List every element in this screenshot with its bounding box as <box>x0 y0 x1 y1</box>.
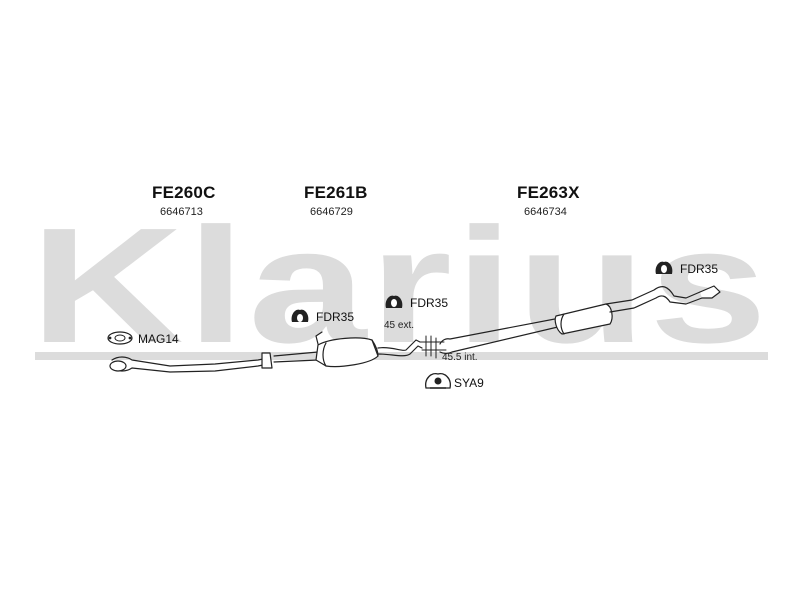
clamp-icon <box>425 372 451 389</box>
part-label-fdr35-1: FDR35 <box>316 310 355 324</box>
section-title-3: FE263X <box>517 183 580 202</box>
part-label-mag14: MAG14 <box>138 332 179 346</box>
front-pipe <box>109 352 273 373</box>
part-label-fdr35-2: FDR35 <box>410 296 449 310</box>
section-code-1: 6646713 <box>160 206 203 218</box>
dimension-int: 45.5 int. <box>442 352 478 363</box>
watermark-text: Klarius <box>30 194 770 377</box>
part-label-sya9: SYA9 <box>454 376 484 390</box>
rubber-mount-icon <box>655 261 673 274</box>
part-label-fdr35-3: FDR35 <box>680 262 719 276</box>
middle-silencer <box>273 331 423 368</box>
dimension-ext: 45 ext. <box>384 320 415 331</box>
section-code-2: 6646729 <box>310 206 353 218</box>
gasket-icon <box>107 331 133 345</box>
section-title-2: FE261B <box>304 183 368 202</box>
section-code-3: 6646734 <box>524 206 567 218</box>
overlap-markers <box>419 335 447 359</box>
rear-silencer <box>439 285 721 355</box>
section-title-1: FE260C <box>152 183 216 202</box>
rubber-mount-icon <box>385 295 403 308</box>
rubber-mount-icon <box>291 309 309 322</box>
